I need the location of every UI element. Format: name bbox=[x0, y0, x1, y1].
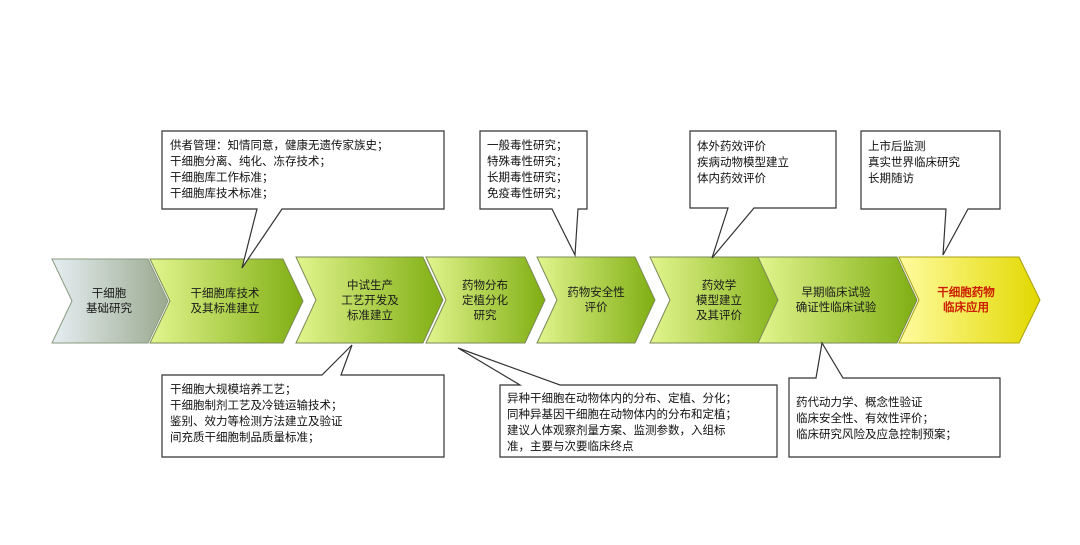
step-5-label: 药物安全性 评价 bbox=[567, 285, 625, 314]
callout-distribution-text: 异种干细胞在动物体内的分布、定植、分化； 同种异基因干细胞在动物体内的分布和定植… bbox=[507, 391, 737, 453]
step-8-label: 干细胞药物 临床应用 bbox=[937, 285, 995, 314]
callout-clinical-box bbox=[788, 341, 1001, 458]
step-chevrons bbox=[51, 256, 1041, 344]
callout-culture-box bbox=[161, 344, 445, 458]
callout-donor-text: 供者管理：知情同意，健康无遗传家族史； 干细胞分离、纯化、冻存技术； 干细胞库工… bbox=[170, 138, 389, 200]
step-4-label: 药物分布 定植分化 研究 bbox=[462, 277, 508, 322]
step-1-chevron bbox=[51, 258, 169, 344]
callout-toxicity-text: 一般毒性研究； 特殊毒性研究； 长期毒性研究； 免疫毒性研究； bbox=[487, 138, 568, 200]
callout-culture-text: 干细胞大规模培养工艺； 干细胞制剂工艺及冷链运输技术； 鉴别、效力等检测方法建立… bbox=[170, 382, 343, 444]
step-5-chevron bbox=[536, 256, 656, 344]
step-8-chevron bbox=[898, 256, 1041, 344]
callout-distribution-box bbox=[457, 347, 778, 458]
step-6-label: 药效学 模型建立 及其评价 bbox=[696, 277, 742, 322]
step-7-label: 早期临床试验 确证性临床试验 bbox=[795, 285, 877, 314]
step-2-chevron bbox=[149, 258, 304, 344]
callout-toxicity-box bbox=[479, 130, 588, 258]
callout-efficacy-text: 体外药效评价 疾病动物模型建立 体内药效评价 bbox=[697, 139, 789, 185]
step-3-label: 中试生产 工艺开发及 标准建立 bbox=[341, 277, 399, 322]
callout-shapes bbox=[161, 130, 1001, 458]
step-3-chevron bbox=[295, 256, 444, 344]
callout-clinical-text: 药代动力学、概念性验证 临床安全性、有效性评价； 临床研究风险及应急控制预案； bbox=[796, 395, 957, 441]
step-7-chevron bbox=[757, 256, 918, 344]
step-1-label: 干细胞 基础研究 bbox=[86, 286, 132, 315]
callout-efficacy-box bbox=[689, 130, 837, 259]
step-2-label: 干细胞库技术 及其标准建立 bbox=[190, 286, 260, 315]
callout-postmarket-text: 上市后监测 真实世界临床研究 长期随访 bbox=[868, 139, 960, 185]
callout-postmarket-box bbox=[860, 130, 1001, 256]
callout-donor-box bbox=[161, 130, 445, 269]
step-4-chevron bbox=[425, 256, 546, 344]
